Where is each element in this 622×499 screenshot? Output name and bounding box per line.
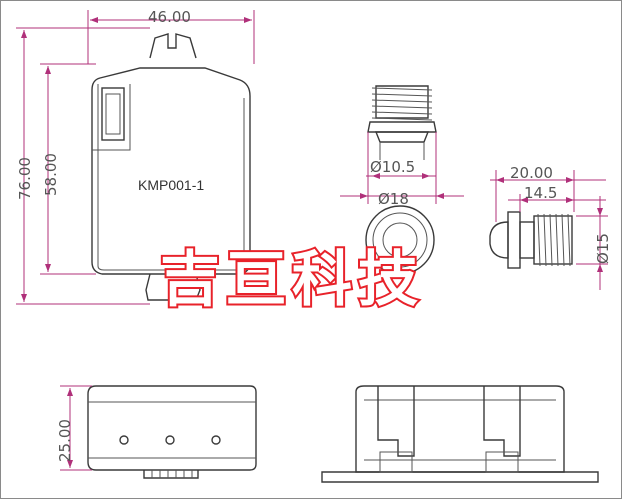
dim-thickness-value: 25.00 <box>56 419 74 462</box>
dim-thread-dia-value: Ø10.5 <box>370 158 415 176</box>
dim-height-outer-value: 76.00 <box>16 157 34 200</box>
sensor-front-view <box>367 85 437 160</box>
front-view: KMP001-1 <box>91 33 251 301</box>
model-label: KMP001-1 <box>138 177 204 193</box>
dim-height-outer: 76.00 <box>16 27 150 305</box>
dim-width-top-value: 46.00 <box>148 8 191 26</box>
side-view-right <box>321 385 599 483</box>
dim-side-dia-value: Ø15 <box>594 233 612 264</box>
dim-flange-dia-value: Ø18 <box>378 190 409 208</box>
dim-height-inner: 58.00 <box>40 63 96 275</box>
dim-len-total-value: 20.00 <box>510 164 553 182</box>
side-view-left <box>87 385 257 479</box>
dim-thickness: 25.00 <box>56 385 92 471</box>
dim-height-inner-value: 58.00 <box>42 153 60 196</box>
brand-watermark: 吉亘科技 <box>160 245 424 315</box>
dim-len-thread-value: 14.5 <box>524 184 557 202</box>
dim-side-dia: Ø15 <box>576 196 612 290</box>
dim-len-thread: 14.5 <box>508 184 606 212</box>
sensor-circle-view <box>365 205 435 275</box>
dim-width-top: 46.00 <box>87 8 255 64</box>
dim-thread-dia: Ø10.5 <box>366 158 436 179</box>
sensor-side-view <box>489 211 573 269</box>
dim-len-total: 20.00 <box>490 164 606 222</box>
dim-flange-dia: Ø18 <box>340 132 464 208</box>
